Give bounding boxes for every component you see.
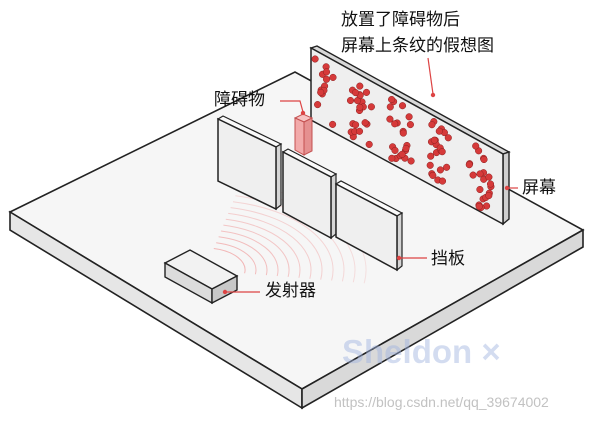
interference-dot xyxy=(317,88,325,96)
platform xyxy=(8,71,585,410)
wave-arc xyxy=(213,248,246,274)
obstacle-label: 障碍物 xyxy=(214,90,265,110)
interference-dot xyxy=(398,150,406,158)
screen-label: 屏幕 xyxy=(522,178,556,198)
interference-dot xyxy=(428,121,436,129)
obstacle xyxy=(293,113,314,156)
interference-dot xyxy=(427,152,435,160)
leader-lines xyxy=(222,57,518,295)
interference-dot xyxy=(436,166,444,174)
wave-arc xyxy=(232,201,334,281)
leader-obstacle xyxy=(280,100,304,113)
interference-dot xyxy=(480,155,488,164)
interference-dot xyxy=(361,119,369,127)
baffle-label: 挡板 xyxy=(431,249,465,269)
interference-dot xyxy=(322,75,331,83)
interference-dot xyxy=(406,121,414,129)
title-line-1: 放置了障碍物后 xyxy=(341,10,460,30)
interference-dot xyxy=(402,144,410,152)
interference-dot xyxy=(429,171,437,179)
interference-dot xyxy=(443,163,451,171)
leader-screen-dot xyxy=(504,185,510,191)
interference-dot xyxy=(314,101,322,109)
wave-arc xyxy=(228,212,312,279)
title-line-2: 屏幕上条纹的假想图 xyxy=(341,36,494,56)
interference-dot xyxy=(391,120,399,128)
wave-arc xyxy=(223,224,290,278)
watermark-url: https://blog.csdn.net/qq_39674002 xyxy=(334,394,549,410)
baffles xyxy=(216,115,404,272)
wave-arc xyxy=(218,236,268,276)
interference-dot xyxy=(391,146,399,154)
interference-dot xyxy=(426,161,434,169)
leader-emitter-dot xyxy=(222,289,228,295)
interference-dot xyxy=(485,192,493,200)
interference-dot xyxy=(465,161,473,169)
leader-obstacle-dot xyxy=(300,110,306,116)
interference-dot xyxy=(476,185,484,194)
interference-dot xyxy=(388,154,396,162)
interference-dot xyxy=(365,140,373,148)
interference-dot xyxy=(398,102,407,110)
baffle-panel-1 xyxy=(216,115,283,211)
interference-dot xyxy=(399,129,407,137)
obstacle-front xyxy=(294,117,305,156)
interference-dot xyxy=(322,68,331,76)
wave-arc xyxy=(230,207,323,280)
leader-baffle-dot xyxy=(396,255,402,261)
interference-dot xyxy=(351,89,360,97)
interference-dot xyxy=(329,73,337,81)
interference-dot xyxy=(355,127,364,135)
interference-dot xyxy=(486,180,495,188)
interference-dot xyxy=(311,55,319,63)
interference-dot xyxy=(388,95,396,104)
interference-dot xyxy=(356,103,364,111)
interference-dot xyxy=(356,82,364,90)
screen xyxy=(309,45,511,226)
interference-dot xyxy=(430,136,438,144)
interference-dot xyxy=(438,148,446,156)
emitter-label: 发射器 xyxy=(265,281,316,301)
interference-dot xyxy=(435,127,443,135)
leader-title-dot xyxy=(430,92,436,98)
emitter xyxy=(163,249,239,305)
interference-dot xyxy=(386,103,394,111)
interference-dot xyxy=(386,115,394,123)
interference-dot xyxy=(475,202,483,211)
interference-dot xyxy=(367,103,375,111)
wave-arc xyxy=(216,242,257,275)
emitter-side xyxy=(211,274,238,305)
interference-dot xyxy=(352,121,360,129)
interference-dots xyxy=(311,55,495,212)
interference-dot xyxy=(346,96,355,105)
watermark-logo: Sheldon × xyxy=(342,333,501,370)
leader-title xyxy=(427,57,434,95)
interference-dot xyxy=(469,171,477,179)
platform-front-right xyxy=(301,228,584,410)
interference-dot xyxy=(407,157,415,165)
interference-dot xyxy=(362,88,371,96)
baffle-panel-2 xyxy=(281,148,338,240)
baffle-panel-3 xyxy=(334,180,404,272)
interference-dot xyxy=(444,134,452,142)
interference-dot xyxy=(472,142,480,150)
wave-arc xyxy=(220,230,279,277)
interference-dot xyxy=(329,120,337,128)
obstacle-side xyxy=(303,117,313,156)
interference-dot xyxy=(438,177,447,185)
interference-dot xyxy=(405,113,413,121)
interference-dot xyxy=(485,173,493,181)
wave-arc xyxy=(225,218,301,278)
interference-dot xyxy=(476,170,484,178)
